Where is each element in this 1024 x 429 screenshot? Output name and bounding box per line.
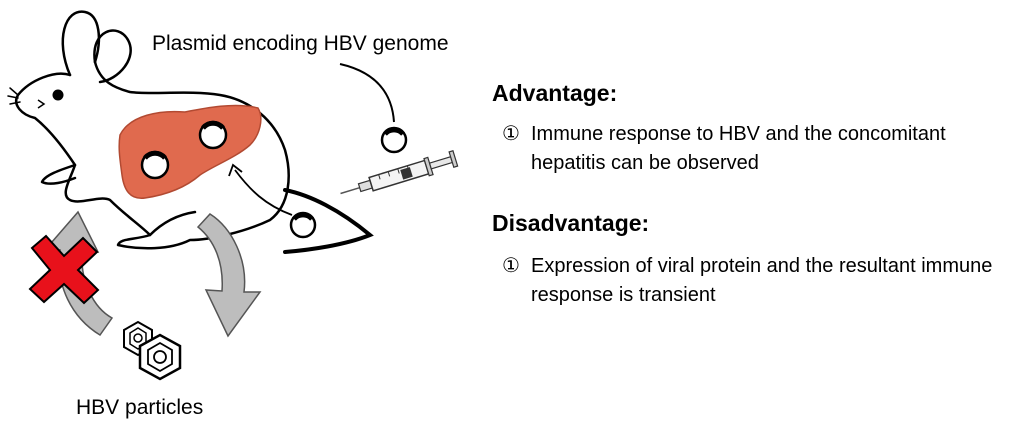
disadvantage-item-number: ① xyxy=(502,255,520,277)
hbv-particle-front xyxy=(138,333,182,381)
hbv-particles-label: HBV particles xyxy=(76,396,204,419)
plasmid-label: Plasmid encoding HBV genome xyxy=(152,32,449,55)
plasmid-in-liver-2 xyxy=(140,150,170,180)
injection-path-arrow xyxy=(234,169,293,216)
plasmid-leader-line xyxy=(339,63,395,123)
mouse-eye xyxy=(52,89,64,101)
advantage-item-text: Immune response to HBV and the concomita… xyxy=(531,123,946,174)
advantage-heading: Advantage: xyxy=(492,80,618,106)
advantage-item-number: ① xyxy=(502,123,520,145)
mouse-whiskers xyxy=(7,87,21,105)
advantage-item: ① Immune response to HBV and the concomi… xyxy=(502,120,1022,178)
mouse-ear-front xyxy=(93,29,132,84)
liver-shape xyxy=(118,104,262,199)
plasmid-free xyxy=(380,126,408,154)
disadvantage-item-text: Expression of viral protein and the resu… xyxy=(531,255,993,306)
plasmid-near-tail xyxy=(289,211,317,239)
syringe-icon xyxy=(340,150,459,195)
mouse-body-outline xyxy=(15,60,290,250)
disadvantage-heading: Disadvantage: xyxy=(492,210,650,236)
plasmid-in-liver-1 xyxy=(198,120,228,150)
mouse-hind-leg xyxy=(148,210,197,237)
disadvantage-item: ① Expression of viral protein and the re… xyxy=(502,252,1022,310)
mouse-mouth xyxy=(37,99,46,109)
mouse-ear-back xyxy=(61,10,101,77)
mouse-tail xyxy=(283,188,374,254)
injection-path-arrowhead xyxy=(228,163,243,177)
mouse-illustration xyxy=(7,10,290,250)
blocked-cross-icon xyxy=(28,234,100,305)
mouse-front-paw xyxy=(40,163,77,185)
release-arrow xyxy=(196,213,262,338)
